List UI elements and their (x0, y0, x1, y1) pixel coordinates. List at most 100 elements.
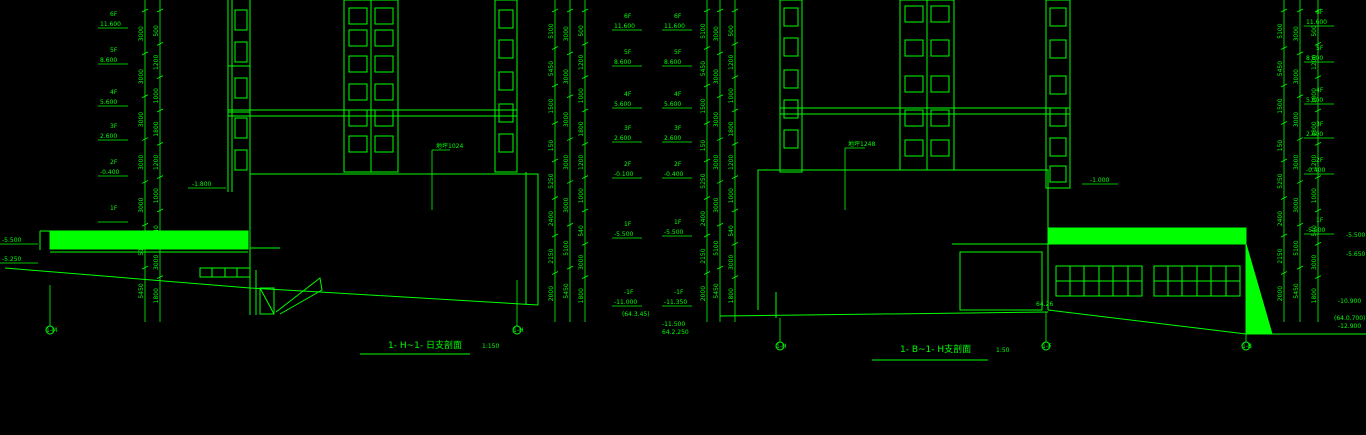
dimension-value: 5250 (700, 173, 707, 188)
dimension-tick (566, 137, 574, 141)
grid-1H-left: 1-H (513, 327, 524, 334)
dimension-value: 3000 (713, 197, 720, 212)
floor-elevation: 8.600 (614, 59, 631, 66)
dimension-value: 1200 (1311, 55, 1318, 70)
dimension-value: 3000 (563, 26, 570, 41)
left-section: 地坪1024 -5.500 -5.250 -1.800 1-M (0, 0, 650, 355)
dimension-tick (1280, 233, 1288, 238)
dimension-tick (703, 46, 711, 50)
dimension-value: 3000 (138, 197, 145, 212)
dimension-tick (156, 175, 164, 180)
left-annotation: 地坪1024 (436, 142, 463, 150)
dimension-value: 1200 (578, 155, 585, 170)
dimension-value: 3000 (138, 26, 145, 41)
dimension-value: 5100 (700, 23, 707, 38)
dimension-tick (141, 222, 149, 227)
dimension-tick (581, 175, 589, 180)
dimension-tick (581, 41, 589, 46)
dimension-tick (1314, 141, 1322, 146)
grid-1M: 1-M (46, 327, 57, 334)
dimension-tick (1296, 265, 1304, 270)
dimension-tick (551, 233, 559, 238)
dimension-value: 3000 (563, 197, 570, 212)
dimension-value: 3000 (138, 112, 145, 127)
dimension-tick (731, 241, 739, 246)
dimension-value: 2150 (1277, 248, 1284, 263)
floor-label: 2F (674, 161, 682, 168)
dimension-tick (551, 46, 559, 50)
dimension-value: 3000 (713, 155, 720, 170)
dimension-value: 1200 (153, 155, 160, 170)
dimension-tick (731, 8, 739, 13)
dimension-tick (581, 275, 589, 280)
left-plaza-level-2: -5.250 (2, 256, 22, 263)
dimension-value: 3000 (713, 26, 720, 41)
dimension-value: 3000 (1293, 155, 1300, 170)
floor-elevation: 8.600 (100, 57, 117, 64)
dimension-value: 5450 (1293, 283, 1300, 298)
floor-label: 3F (110, 123, 118, 130)
dimension-value: 2000 (700, 286, 707, 301)
floor-label: 6F (624, 13, 632, 20)
dimension-tick (141, 180, 149, 184)
floor-elevation: -0.400 (664, 171, 684, 178)
dimension-tick (716, 180, 724, 184)
floor-label: 2F (110, 159, 118, 166)
dimension-value: 5100 (138, 240, 145, 255)
dimension-value: 3000 (713, 69, 720, 84)
dimension-value: 3000 (1311, 255, 1318, 270)
dimension-value: 3000 (138, 155, 145, 170)
dimension-tick (566, 222, 574, 227)
dimension-tick (716, 137, 724, 141)
floor-elevation: -0.400 (1306, 167, 1326, 174)
dimension-tick (141, 8, 149, 13)
right-level-tag-upper: -1.000 (1090, 177, 1110, 184)
dimension-tick (1314, 108, 1322, 113)
dimension-value: 540 (153, 225, 160, 237)
dimension-tick (731, 108, 739, 113)
right-annotation: 地坪1248 (848, 140, 875, 148)
dimension-tick (141, 137, 149, 141)
dimension-tick (156, 41, 164, 46)
dimension-tick (1296, 222, 1304, 227)
floor-label: 2F (624, 161, 632, 168)
right-bottom-level-2: 64.2.250 (662, 329, 689, 336)
dimension-value: 1500 (1277, 98, 1284, 113)
floor-elevation: 11.600 (1306, 19, 1327, 26)
floor-label: 5F (674, 49, 682, 56)
dimension-value: 2000 (548, 286, 555, 301)
dimension-tick (1280, 83, 1288, 88)
right-plaza-level-1: -5.500 (1346, 232, 1366, 239)
dimension-tick (581, 75, 589, 80)
dimension-value: 3000 (1293, 69, 1300, 84)
dimension-value: 1000 (578, 188, 585, 203)
dimension-value: 5450 (548, 61, 555, 76)
dimension-tick (581, 8, 589, 13)
dimension-tick (566, 265, 574, 270)
floor-label: 6F (1316, 9, 1324, 16)
dimension-value: 2400 (548, 211, 555, 226)
dimension-tick (141, 51, 149, 56)
dimension-value: 150 (1277, 140, 1284, 152)
dimension-tick (566, 8, 574, 13)
dimension-value: 2000 (1277, 286, 1284, 301)
dimension-value: 1000 (1311, 188, 1318, 203)
right-plaza-slab (1047, 227, 1247, 244)
dimension-tick (716, 51, 724, 56)
floor-label: 3F (674, 125, 682, 132)
left-plaza-slab (49, 230, 249, 250)
dimension-value: 1800 (578, 288, 585, 303)
dimension-value: 150 (700, 140, 707, 152)
dimension-value: 3000 (1293, 197, 1300, 212)
floor-label: 1F (624, 221, 632, 228)
dimension-tick (731, 275, 739, 280)
floor-elevation: -0.100 (614, 171, 634, 178)
dimension-tick (141, 94, 149, 99)
dimension-tick (156, 75, 164, 80)
left-tower-core (343, 0, 399, 173)
right-retaining-wall (1245, 243, 1273, 335)
dimension-value: 2400 (1277, 211, 1284, 226)
dimension-value: 1200 (728, 55, 735, 70)
dimension-value: 5100 (713, 240, 720, 255)
